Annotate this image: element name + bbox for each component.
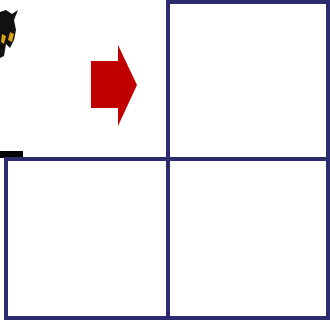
grid-cell-bottom-left[interactable] bbox=[6, 159, 168, 318]
base-bar bbox=[0, 151, 23, 158]
partial-dark-figure-icon bbox=[0, 10, 18, 58]
right-arrow-icon bbox=[91, 45, 137, 126]
grid-cell-top-right[interactable] bbox=[168, 2, 328, 159]
grid-cell-bottom-right[interactable] bbox=[168, 159, 328, 318]
